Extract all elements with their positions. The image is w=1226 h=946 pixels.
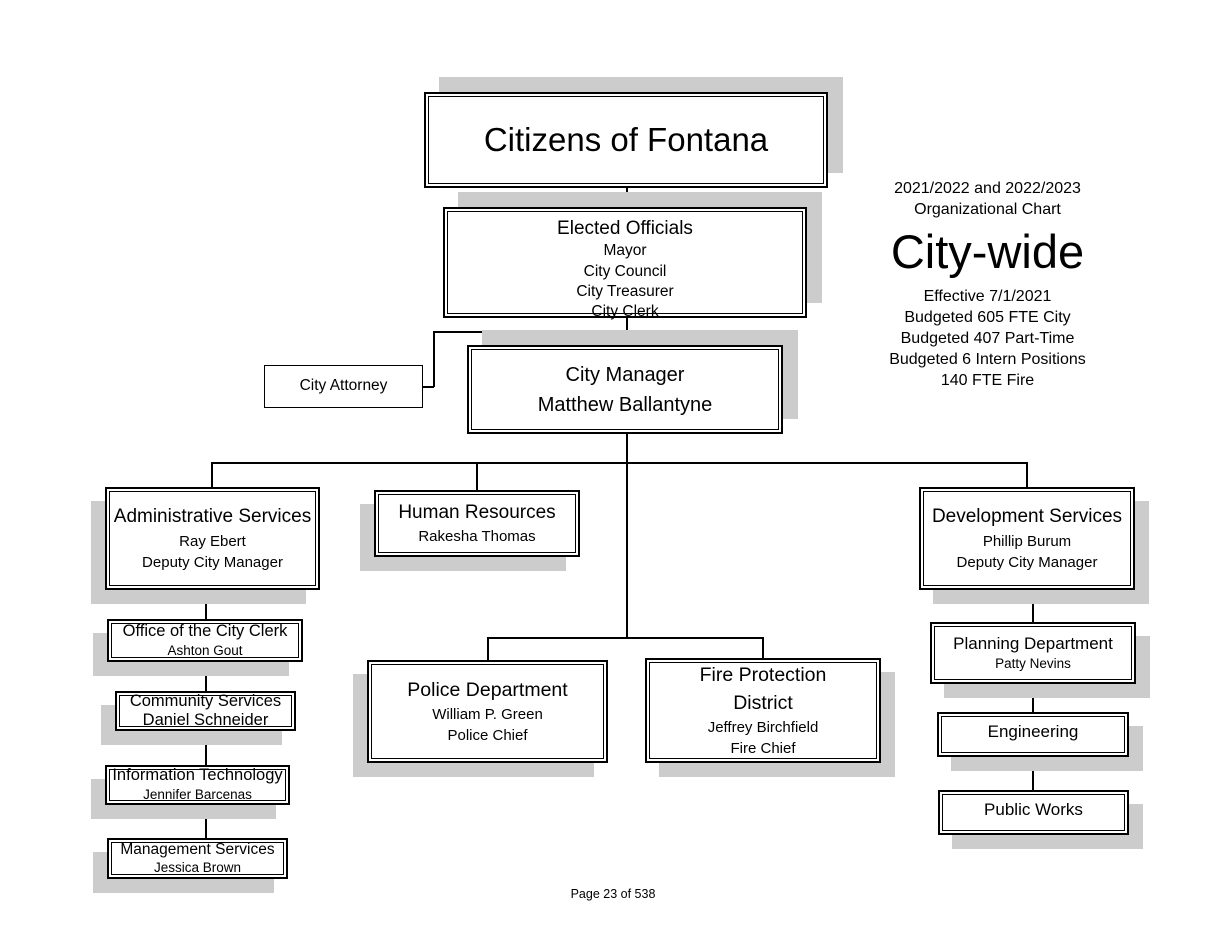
chart-detail-effective: Effective 7/1/2021: [923, 287, 1052, 305]
chart-detail-part-time: Budgeted 407 Part-Time: [900, 330, 1075, 348]
org-node-development-services: Development Services Phillip Burum Deput…: [919, 487, 1135, 590]
connector-engineering-publicworks: [1032, 757, 1034, 790]
node-title: Community Services: [129, 692, 282, 711]
node-title: Human Resources: [398, 502, 556, 524]
connector-drop-development: [1026, 462, 1028, 487]
node-title: Engineering: [987, 722, 1079, 741]
org-node-information-technology: Information Technology Jennifer Barcenas: [105, 765, 290, 805]
org-node-community-services: Community Services Daniel Schneider: [115, 691, 296, 731]
connector-branch-level2: [487, 637, 763, 639]
connector-branch-level1: [211, 462, 1027, 464]
org-node-citizens: Citizens of Fontana: [424, 92, 828, 188]
org-node-public-works: Public Works: [938, 790, 1129, 835]
node-person: Ray Ebert: [179, 532, 246, 550]
chart-detail-fte-fire: 140 FTE Fire: [940, 372, 1035, 390]
connector-attorney-horizontal-top: [433, 331, 627, 333]
node-role: Police Chief: [447, 727, 528, 745]
node-title: Planning Department: [953, 633, 1113, 653]
node-role: Deputy City Manager: [142, 553, 283, 571]
org-node-police-department: Police Department William P. Green Polic…: [367, 660, 608, 763]
org-node-administrative-services: Administrative Services Ray Ebert Deputy…: [105, 487, 320, 590]
node-person: Patty Nevins: [995, 656, 1071, 672]
node-title: Fire Protection District: [699, 663, 827, 714]
connector-community-it: [205, 731, 207, 765]
connector-drop-administrative: [211, 462, 213, 487]
org-node-planning-department: Planning Department Patty Nevins: [930, 622, 1136, 684]
connector-citymanager-trunk: [626, 433, 628, 638]
connector-drop-human-resources: [476, 462, 478, 490]
connector-it-management: [205, 805, 207, 838]
chart-detail-fte-city: Budgeted 605 FTE City: [904, 309, 1071, 327]
node-title: Office of the City Clerk: [122, 621, 288, 640]
org-node-city-attorney: City Attorney: [264, 365, 423, 408]
node-title: Administrative Services: [113, 506, 312, 528]
chart-title: City-wide: [890, 225, 1085, 279]
connector-drop-fire: [762, 637, 764, 658]
chart-years-line: 2021/2022 and 2022/2023: [894, 180, 1081, 197]
node-title: Management Services: [120, 840, 275, 858]
node-title: Information Technology: [112, 766, 283, 784]
org-node-fire-protection-district: Fire Protection District Jeffrey Birchfi…: [645, 658, 881, 763]
chart-detail-intern: Budgeted 6 Intern Positions: [889, 351, 1086, 369]
node-title: Public Works: [984, 800, 1083, 819]
node-title: Citizens of Fontana: [483, 121, 769, 159]
page-number: Page 23 of 538: [570, 887, 656, 901]
org-node-office-of-the-city-clerk: Office of the City Clerk Ashton Gout: [107, 619, 303, 662]
chart-info-block: 2021/2022 and 2022/2023 Organizational C…: [840, 178, 1135, 391]
node-person: Ashton Gout: [167, 643, 243, 659]
org-node-engineering: Engineering: [937, 712, 1129, 757]
node-role: Fire Chief: [730, 740, 796, 758]
node-person: Jeffrey Birchfield: [707, 719, 819, 737]
node-person: Phillip Burum: [982, 532, 1072, 550]
connector-dev-planning: [1032, 590, 1034, 622]
node-person: William P. Green: [432, 706, 543, 724]
org-node-management-services: Management Services Jessica Brown: [107, 838, 288, 879]
connector-planning-engineering: [1032, 684, 1034, 712]
node-person: Jennifer Barcenas: [143, 786, 252, 802]
connector-attorney-vertical: [433, 331, 435, 387]
connector-drop-police: [487, 637, 489, 660]
node-title: City Attorney: [299, 377, 388, 395]
org-node-city-manager: City Manager Matthew Ballantyne: [467, 345, 783, 434]
elected-member: Mayor: [603, 242, 647, 260]
connector-clerk-community: [205, 662, 207, 691]
node-person: Rakesha Thomas: [418, 527, 536, 545]
org-node-human-resources: Human Resources Rakesha Thomas: [374, 490, 580, 557]
org-node-elected-officials: Elected Officials Mayor City Council Cit…: [443, 207, 807, 320]
node-person: Jessica Brown: [153, 860, 242, 876]
connector-citizens-elected: [626, 188, 628, 208]
node-title: Police Department: [407, 678, 568, 701]
node-person: Daniel Schneider: [142, 711, 269, 729]
node-title: City Manager: [565, 363, 685, 386]
connector-admin-clerk: [205, 590, 207, 619]
node-title: Development Services: [931, 506, 1123, 528]
chart-subtitle: Organizational Chart: [914, 201, 1061, 219]
elected-member: City Council: [583, 262, 667, 280]
connector-attorney-stub: [423, 386, 434, 388]
connector-elected-citymanager: [626, 317, 628, 346]
elected-member: City Clerk: [591, 303, 659, 321]
node-role: Deputy City Manager: [956, 553, 1098, 571]
node-person: Matthew Ballantyne: [537, 393, 713, 416]
node-title: Elected Officials: [557, 218, 693, 239]
elected-member: City Treasurer: [576, 282, 674, 300]
